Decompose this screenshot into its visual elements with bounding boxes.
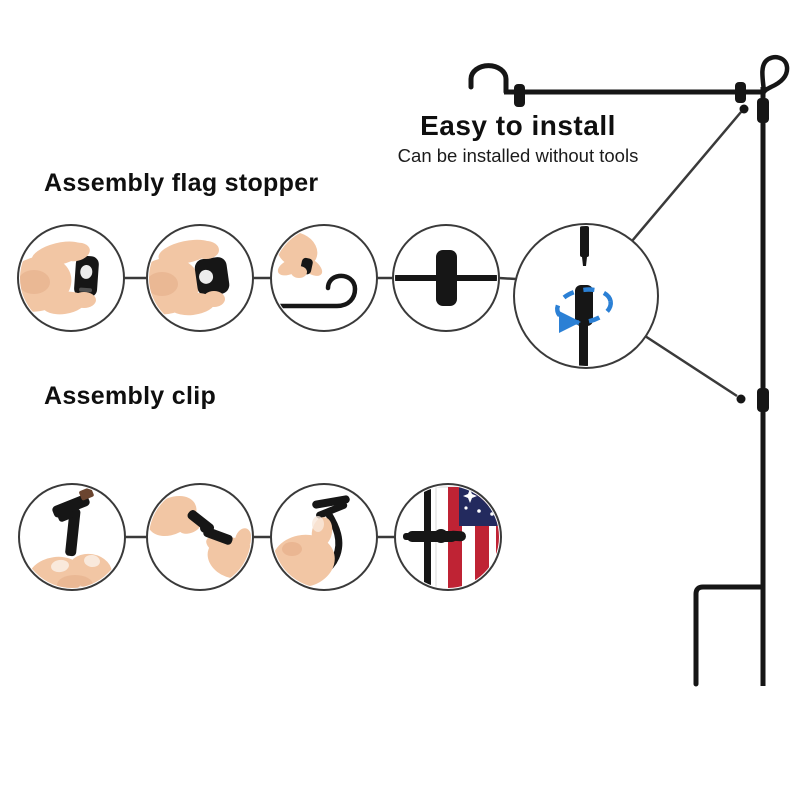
- install-subtitle: Can be installed without tools: [397, 145, 639, 166]
- middle-pole-connector: [757, 388, 769, 412]
- two-hands-joining-clip-icon: [149, 495, 251, 579]
- step-circle: [146, 224, 254, 332]
- install-heading-block: Easy to install Can be installed without…: [368, 110, 668, 167]
- hand-pinching-flag-stopper-icon: [20, 241, 99, 315]
- step-circle: [394, 483, 502, 591]
- callout-line-upper: [631, 111, 742, 242]
- rotation-arrow-icon: [555, 287, 613, 333]
- clip-steps: [18, 483, 502, 591]
- ground-prong: [693, 584, 766, 687]
- garden-flag-stand: [468, 54, 790, 687]
- step-circle: [18, 483, 126, 591]
- step-circle: [17, 224, 125, 332]
- arm-end-hook: [468, 63, 509, 95]
- callout-lines: [631, 104, 749, 404]
- callout-line-lower: [644, 334, 738, 398]
- step-circle: [270, 483, 378, 591]
- stopper-installed-on-arm-icon: [395, 250, 497, 306]
- clip-section-title: Assembly clip: [44, 382, 217, 410]
- flag-star-icon: [463, 489, 477, 503]
- callout-dot-lower: [736, 394, 746, 404]
- arm-right-flag-stopper: [735, 82, 746, 103]
- clip-attached-to-pole-with-flag-icon: [403, 486, 499, 588]
- pole-top-loop: [760, 54, 790, 95]
- step-circle: [270, 224, 378, 332]
- arm-left-flag-stopper: [514, 84, 525, 107]
- flag-stopper-section-title: Assembly flag stopper: [44, 169, 319, 197]
- flag-stopper-steps: [17, 224, 517, 332]
- pole-connector-rotation-detail-icon: [555, 226, 613, 366]
- connector-detail-circle: [513, 223, 659, 369]
- step-circle: [146, 483, 254, 591]
- step-connector-line: [498, 276, 517, 281]
- upper-pole-connector: [757, 98, 769, 123]
- step-circle: [392, 224, 500, 332]
- install-title: Easy to install: [420, 110, 616, 141]
- callout-dot-upper: [739, 104, 749, 114]
